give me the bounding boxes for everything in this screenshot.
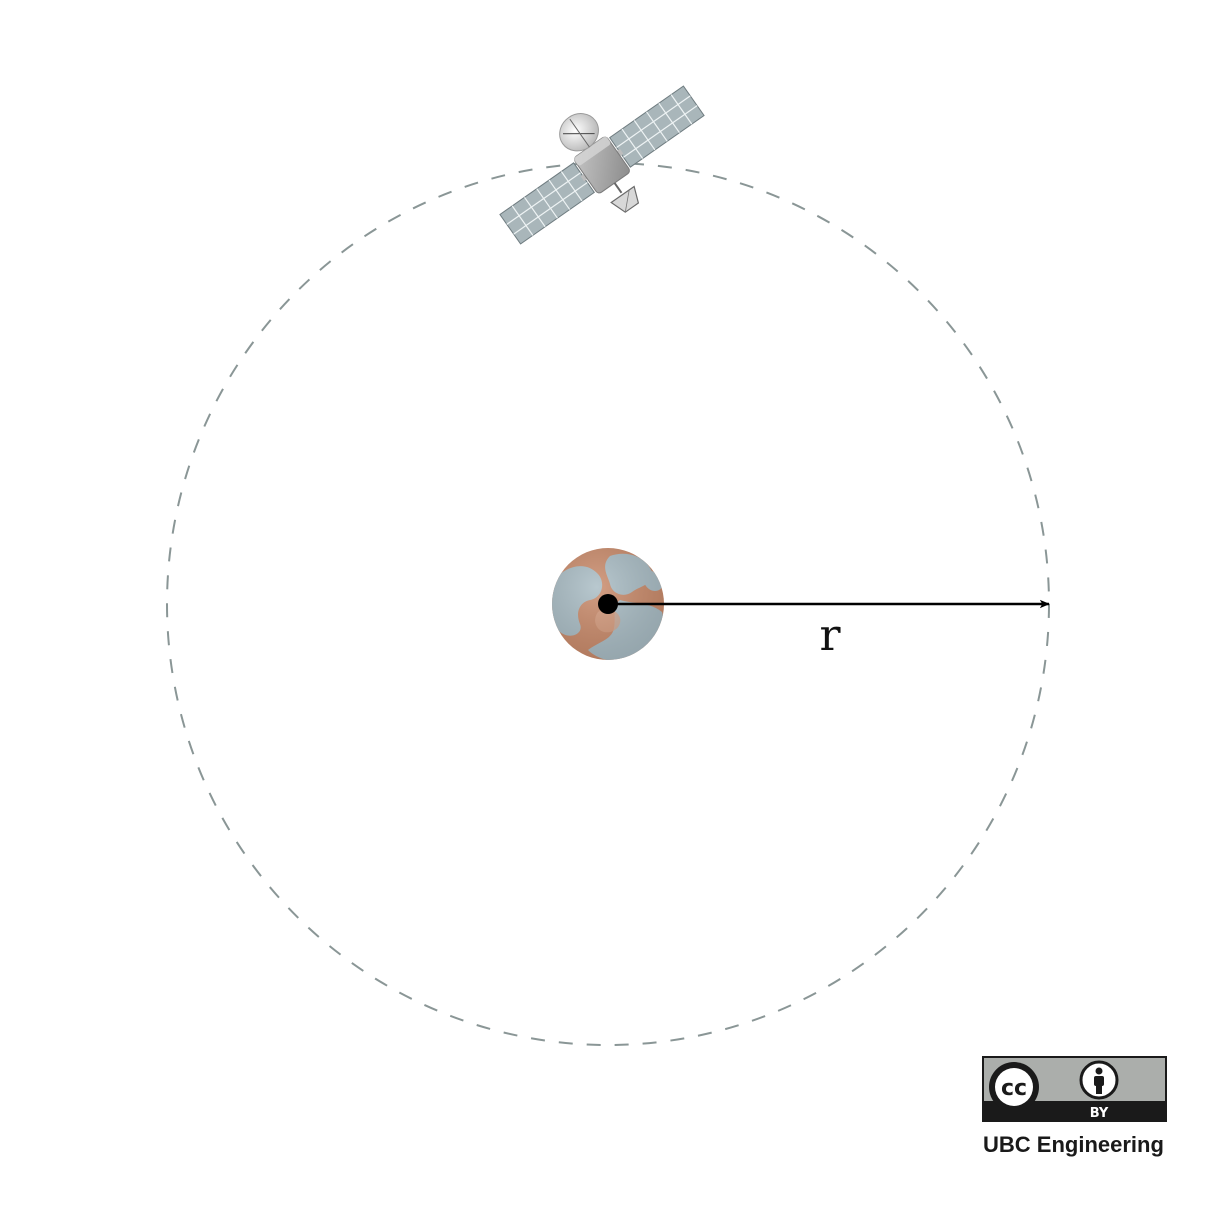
radius-label: r bbox=[819, 610, 841, 661]
attribution-person-icon bbox=[1079, 1060, 1119, 1100]
license-badge: cc BY bbox=[982, 1056, 1167, 1122]
cc-icon: cc bbox=[989, 1062, 1039, 1112]
satellite-icon bbox=[499, 85, 705, 245]
credit-text: UBC Engineering bbox=[983, 1132, 1164, 1157]
by-label: BY bbox=[1090, 1106, 1109, 1121]
svg-text:cc: cc bbox=[1001, 1076, 1027, 1101]
planet-center-dot bbox=[598, 594, 618, 614]
